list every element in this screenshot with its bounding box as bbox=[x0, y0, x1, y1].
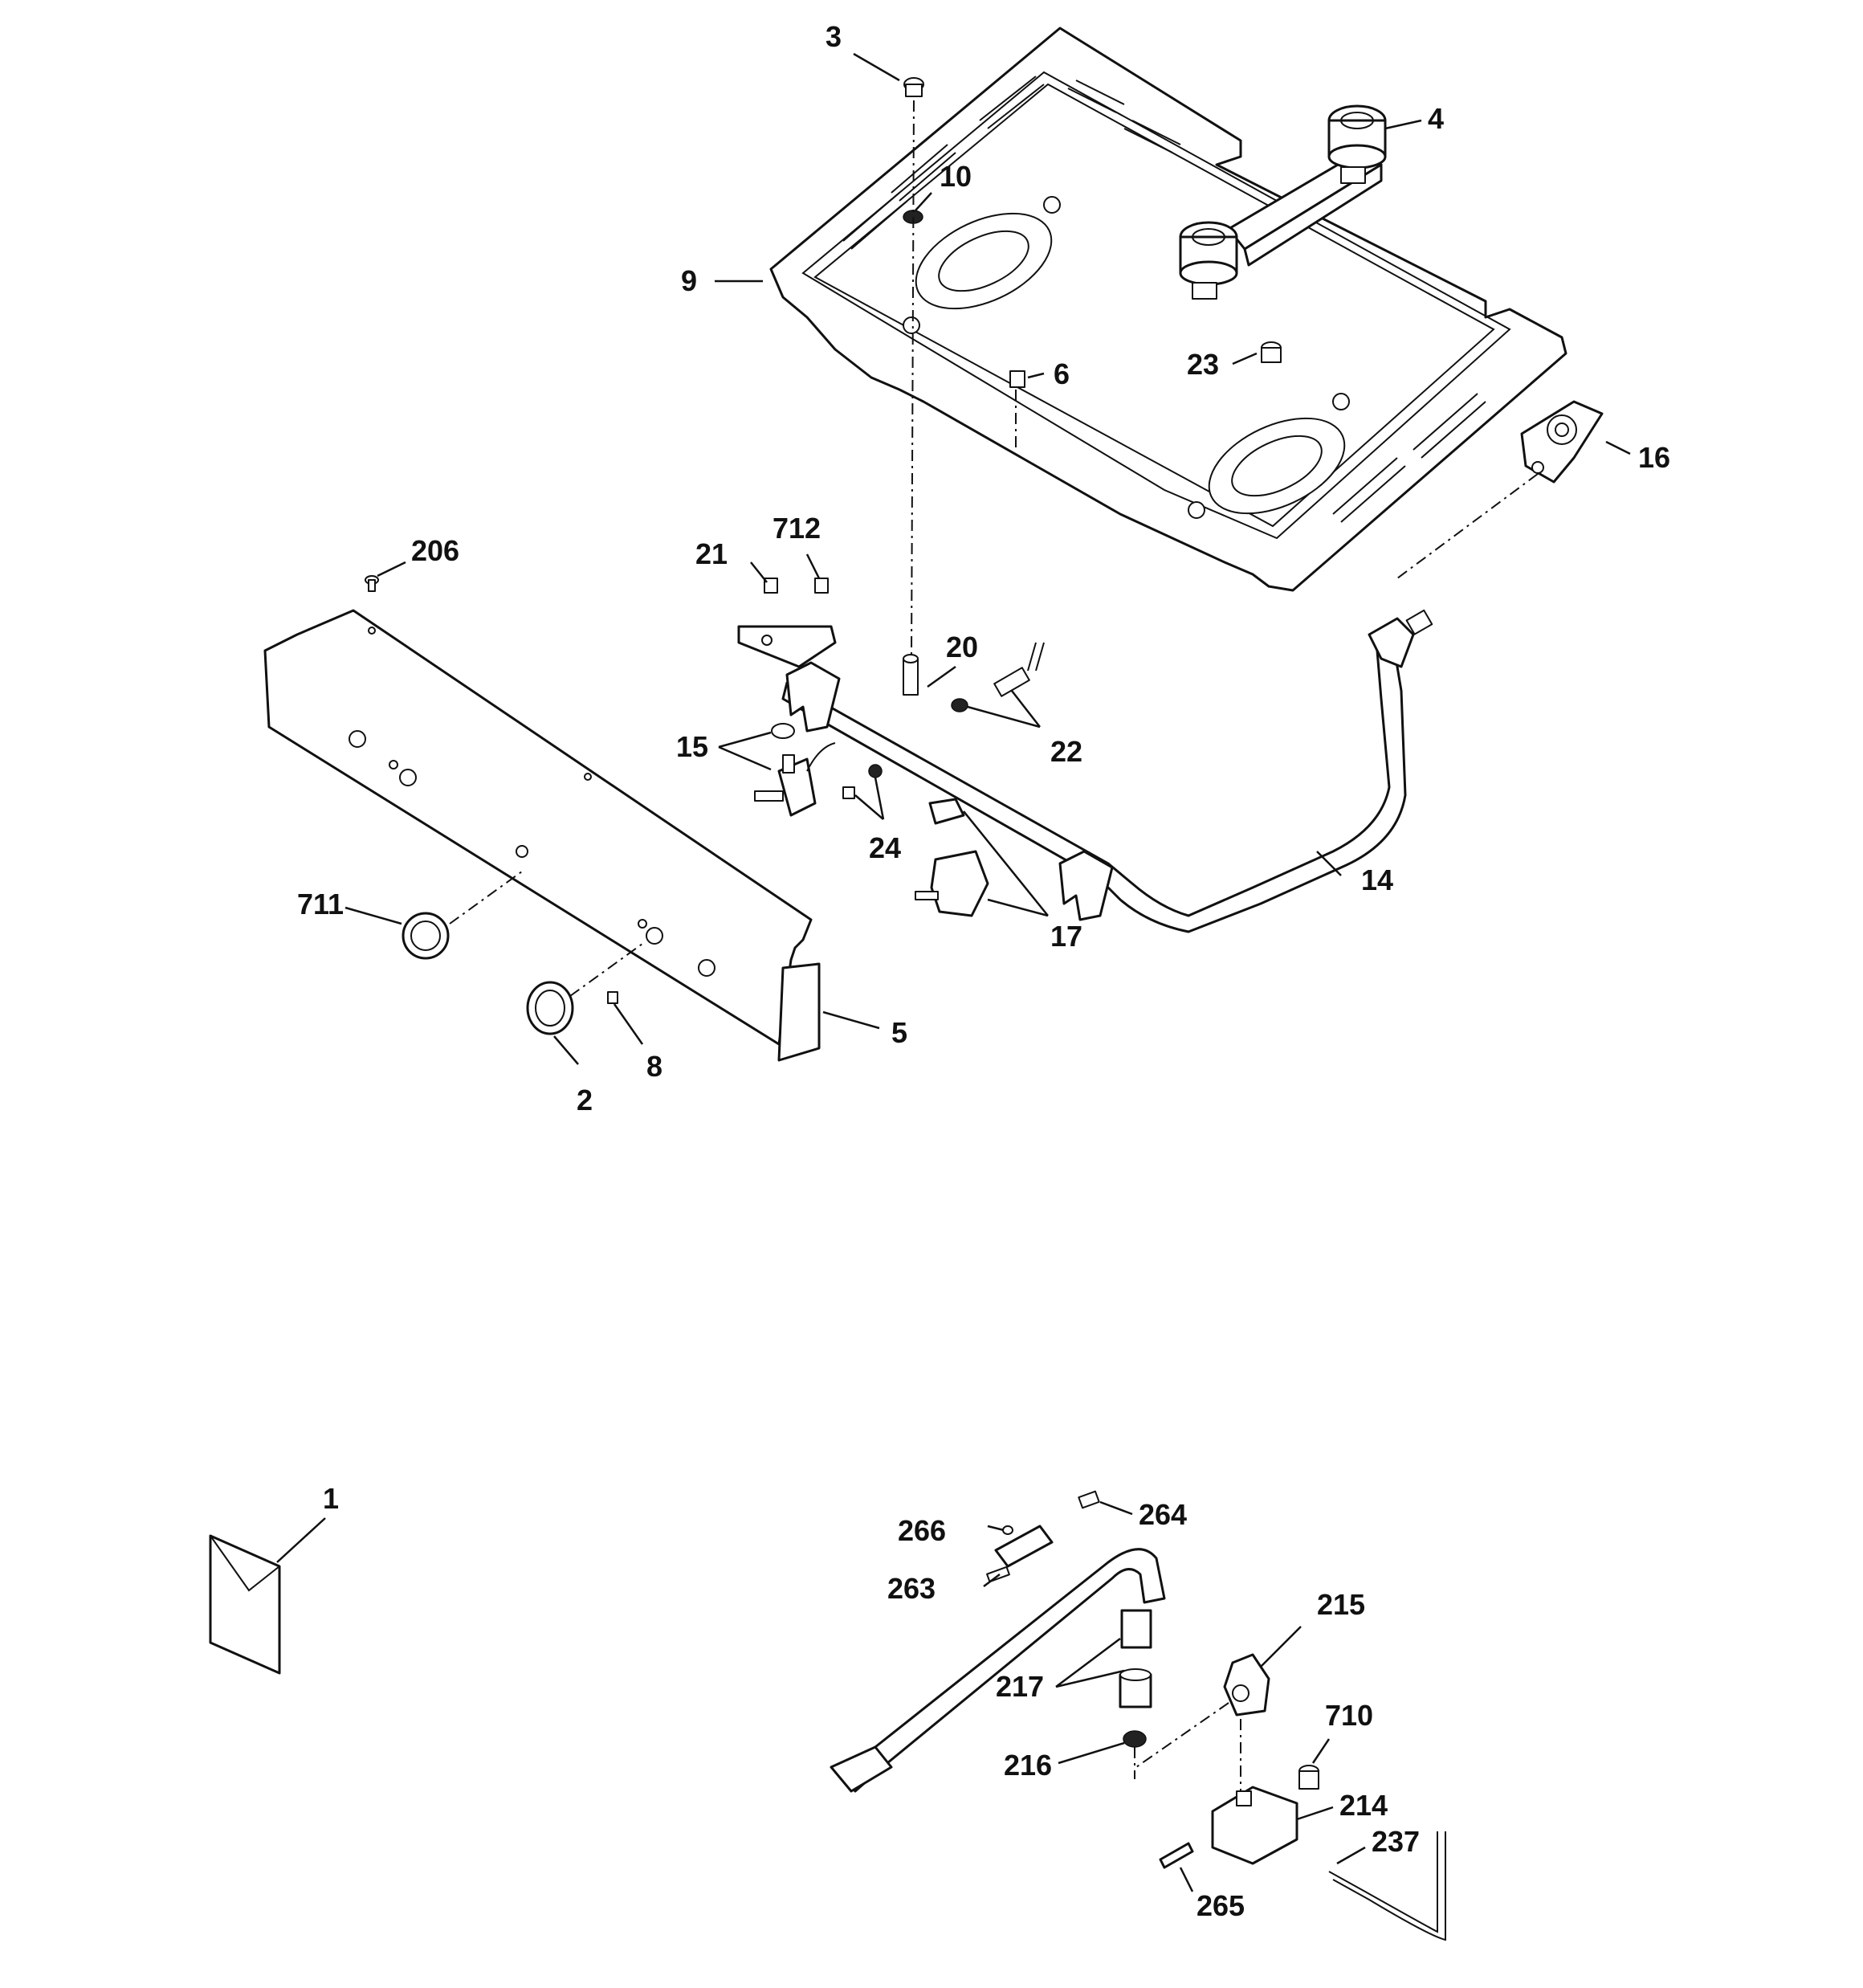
capillary-237 bbox=[1328, 1831, 1446, 1941]
label-20: 20 bbox=[946, 631, 978, 663]
label-9: 9 bbox=[681, 264, 697, 297]
label-263: 263 bbox=[887, 1572, 936, 1605]
label-21: 21 bbox=[695, 537, 728, 570]
label-711: 711 bbox=[297, 888, 344, 921]
leader-lines bbox=[276, 52, 1631, 1892]
label-264: 264 bbox=[1139, 1498, 1187, 1531]
air-shutter-217 bbox=[1119, 1609, 1152, 1708]
label-4: 4 bbox=[1428, 102, 1444, 135]
safety-valve-214 bbox=[1211, 1786, 1298, 1865]
screw-21 bbox=[764, 578, 778, 594]
label-23: 23 bbox=[1187, 348, 1219, 381]
control-panel bbox=[263, 609, 821, 1062]
ignitor-263 bbox=[986, 1525, 1054, 1583]
literature-envelope bbox=[209, 1534, 281, 1675]
label-217: 217 bbox=[996, 1670, 1044, 1703]
label-22: 22 bbox=[1050, 735, 1082, 768]
valve-15 bbox=[754, 723, 836, 817]
pilot-tube-265 bbox=[1159, 1842, 1194, 1869]
label-14: 14 bbox=[1361, 863, 1393, 896]
screw-24 bbox=[842, 764, 883, 799]
screw-206 bbox=[365, 575, 379, 592]
bracket-16 bbox=[1520, 400, 1604, 484]
part-labels: 3 4 10 9 6 23 16 206 712 21 20 15 22 24 … bbox=[297, 20, 1670, 1922]
label-265: 265 bbox=[1196, 1889, 1245, 1922]
label-710: 710 bbox=[1325, 1699, 1373, 1732]
screw-712 bbox=[814, 578, 829, 594]
label-15: 15 bbox=[676, 730, 708, 763]
label-10: 10 bbox=[940, 160, 972, 193]
label-266: 266 bbox=[898, 1514, 946, 1547]
manifold-bracket-top bbox=[737, 625, 837, 668]
label-1: 1 bbox=[323, 1482, 339, 1515]
burner-box-tray bbox=[769, 27, 1567, 592]
label-215: 215 bbox=[1317, 1588, 1365, 1621]
label-24: 24 bbox=[869, 831, 901, 864]
screw-8 bbox=[607, 991, 618, 1004]
nut-216 bbox=[1123, 1730, 1147, 1748]
bracket-215 bbox=[1223, 1653, 1270, 1717]
knob-711 bbox=[402, 912, 450, 960]
screw-6 bbox=[1009, 370, 1025, 388]
label-216: 216 bbox=[1004, 1749, 1052, 1782]
label-206: 206 bbox=[411, 534, 459, 567]
orifice-spud-20 bbox=[903, 654, 919, 696]
valve-17 bbox=[915, 798, 989, 917]
surface-burner-assembly bbox=[1179, 104, 1387, 300]
label-5: 5 bbox=[891, 1016, 907, 1049]
manifold-bracket-right bbox=[1058, 850, 1114, 921]
screw-3 bbox=[903, 77, 924, 97]
screw-266 bbox=[1002, 1525, 1013, 1535]
connector-264 bbox=[1078, 1490, 1100, 1509]
label-8: 8 bbox=[646, 1050, 662, 1083]
label-712: 712 bbox=[773, 512, 821, 545]
label-6: 6 bbox=[1054, 357, 1070, 390]
orifice-23 bbox=[1261, 341, 1282, 363]
orifice-22 bbox=[951, 642, 1045, 712]
manifold-bracket-left bbox=[785, 661, 841, 733]
label-237: 237 bbox=[1372, 1825, 1420, 1858]
orifice-710 bbox=[1298, 1765, 1319, 1790]
label-3: 3 bbox=[826, 20, 842, 53]
label-17: 17 bbox=[1050, 920, 1082, 953]
label-2: 2 bbox=[577, 1084, 593, 1116]
label-214: 214 bbox=[1339, 1789, 1388, 1822]
label-16: 16 bbox=[1638, 441, 1670, 474]
knob-2 bbox=[526, 981, 574, 1035]
oven-burner-tube bbox=[830, 1548, 1166, 1793]
